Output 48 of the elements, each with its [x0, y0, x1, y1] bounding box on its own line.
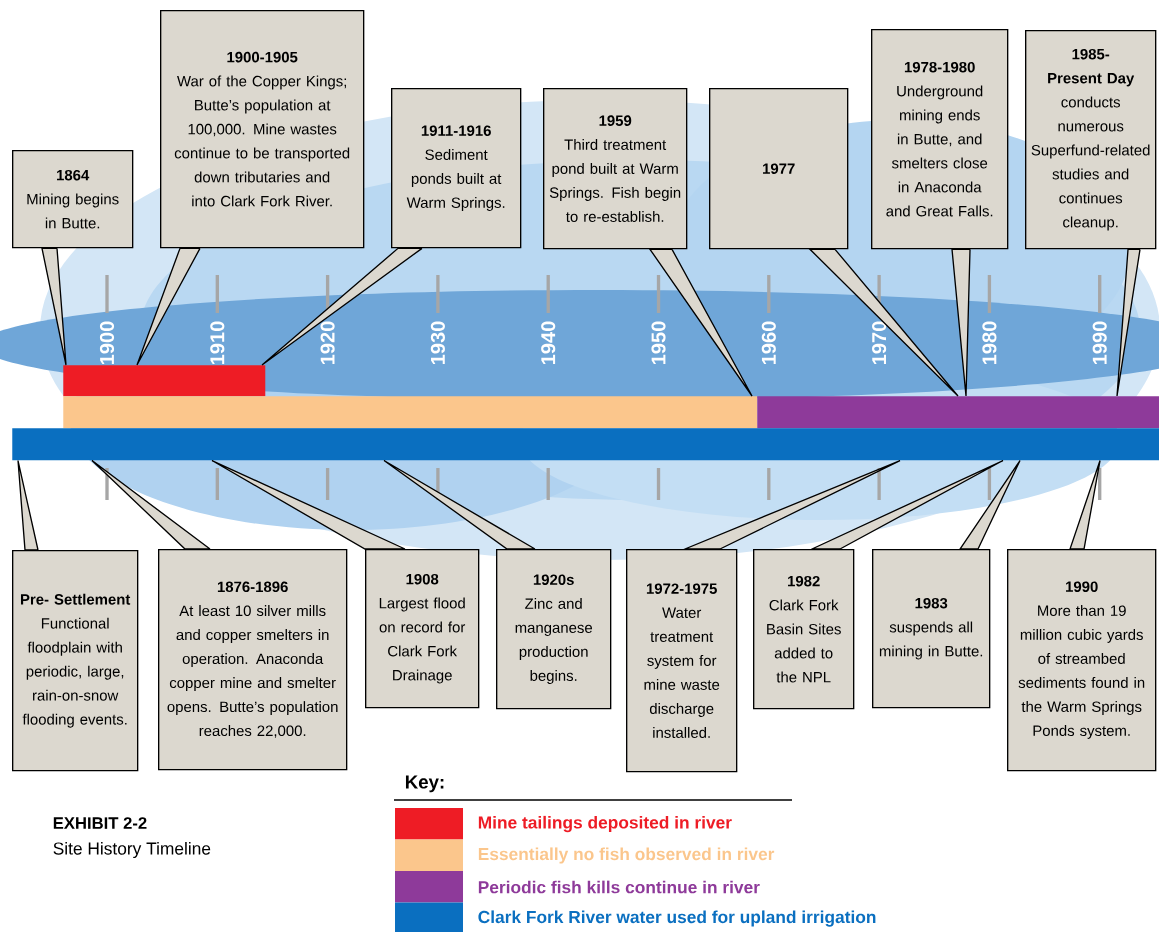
callout-pointer	[91, 459, 212, 550]
callout-box: 1990 More than 19 million cubic yards of streambed sediments found in the Warm Springs Ponds system.	[1007, 549, 1157, 772]
callout-box: 1985- Present Day conducts numerous Superfund-related studies and continues cleanup.	[1025, 30, 1157, 250]
callout-box: 1983 suspends all mining in Butte.	[872, 549, 991, 709]
year-label: 1950	[651, 321, 666, 364]
year-label: 1930	[430, 321, 445, 364]
callout-pointer	[17, 459, 39, 551]
year-label: 1980	[982, 321, 997, 364]
timeline-bar	[63, 365, 266, 397]
callout-box: 1908 Largest flood on record for Clark Fork Drainage	[365, 549, 480, 709]
year-label: 1990	[1092, 321, 1107, 364]
exhibit-caption: Site History Timeline	[53, 841, 211, 859]
callout-pointer	[648, 248, 753, 397]
callout-box: 1920s Zinc and manganese production begins.	[496, 549, 612, 710]
callout-box: 1978-1980 Underground mining ends in Butte, and smelters close in Anaconda and Great Falls.	[871, 29, 1009, 250]
callout-pointer	[681, 459, 901, 550]
legend-label: Clark Fork River water used for upland irrigation	[478, 910, 876, 927]
year-label: 1920	[320, 321, 335, 364]
timeline-bar	[757, 396, 1159, 429]
year-label: 1960	[761, 321, 776, 364]
callout-pointer	[1069, 459, 1101, 550]
timeline-bar	[63, 396, 758, 429]
legend-label: Periodic fish kills continue in river	[478, 880, 760, 894]
year-label: 1970	[872, 321, 887, 364]
callout-pointer	[951, 248, 971, 397]
callout-pointer	[383, 459, 538, 550]
callout-box: 1972-1975 Water treatment system for mine waste discharge installed.	[626, 549, 738, 773]
callout-box: 1959 Third treatment pond built at Warm Springs. Fish begin to re-establish.	[543, 88, 688, 250]
year-label: 1910	[210, 321, 225, 364]
year-label: 1940	[541, 321, 556, 364]
callout-pointer	[41, 247, 67, 366]
callout-pointer	[809, 459, 1004, 550]
callout-pointer	[1116, 248, 1141, 397]
legend-label: Mine tailings deposited in river	[478, 815, 732, 833]
callout-pointer	[958, 459, 1021, 550]
key-heading: Key:	[405, 775, 444, 793]
callout-box: 1864 Mining begins in Butte.	[12, 150, 134, 249]
callout-pointer	[136, 247, 202, 366]
callout-box: 1982 Clark Fork Basin Sites added to the NPL	[753, 549, 855, 710]
timeline-bar	[12, 428, 1159, 461]
exhibit-title: EXHIBIT 2-2	[53, 817, 147, 829]
callout-box: 1977	[709, 88, 849, 250]
callout-box: 1911-1916 Sediment ponds built at Warm Springs.	[391, 88, 522, 249]
callout-pointer	[261, 247, 425, 366]
legend-label: Essentially no fish observed in river	[478, 847, 775, 864]
callout-box: Pre- Settlement Functional floodplain with periodic, large, rain-on-snow flooding events.	[12, 550, 139, 772]
year-label: 1900	[99, 321, 115, 364]
callout-pointer	[808, 248, 959, 397]
